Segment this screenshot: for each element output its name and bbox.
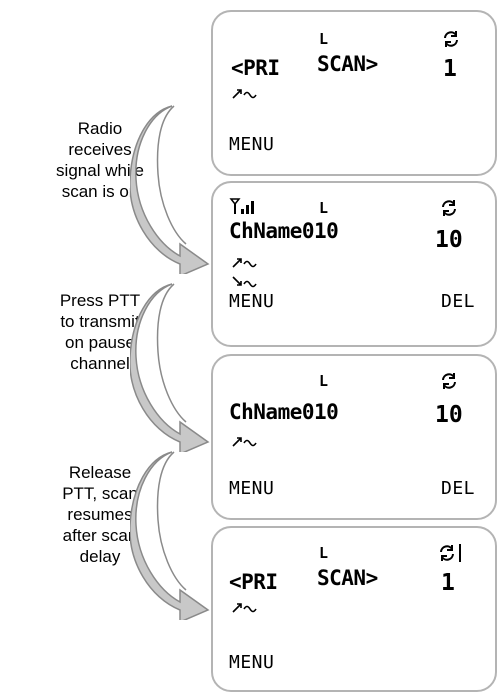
power-level-indicator: L: [319, 372, 329, 390]
radio-display-transmit: L ChName010 10 MENU DEL: [211, 354, 497, 520]
channel-number: 10: [435, 402, 463, 428]
power-level-indicator: L: [319, 30, 329, 48]
caption-line: delay: [79, 547, 121, 566]
softkey-menu[interactable]: MENU: [229, 291, 275, 312]
step-caption-1: Radio receives signal while scan is on: [0, 118, 200, 202]
scan-icon: [442, 373, 456, 389]
signal-strength-icon: [229, 198, 254, 214]
radio-display-scan: L <PRI SCAN> 1 MENU: [211, 10, 497, 176]
scan-icon: [440, 545, 454, 561]
radio-display-scan-resumed: L <PRI SCAN> 1 MENU: [211, 526, 497, 692]
channel-name: ChName010: [229, 400, 339, 424]
channel-number: 10: [435, 227, 463, 253]
channel-number: 1: [443, 56, 457, 82]
caption-line: Release: [68, 463, 132, 482]
power-level-indicator: L: [319, 199, 329, 217]
scan-icon: [442, 200, 456, 216]
caption-line: signal while: [56, 161, 144, 180]
softkey-del[interactable]: DEL: [441, 291, 476, 312]
display-line-left: <PRI: [231, 56, 280, 80]
caption-line: channel: [70, 354, 130, 373]
transmit-indicator-icon: [232, 603, 257, 613]
caption-line: to transmit: [60, 312, 140, 331]
transmit-indicator-icon: [232, 89, 257, 99]
channel-name: ChName010: [229, 219, 339, 243]
display-line-mid: SCAN>: [317, 566, 378, 590]
radio-display-receive: L ChName010 10 MENU DEL: [211, 181, 497, 347]
caption-line: receives: [68, 140, 132, 159]
softkey-menu[interactable]: MENU: [229, 478, 275, 499]
power-level-indicator: L: [319, 544, 329, 562]
caption-line: after scan: [62, 526, 138, 545]
caption-line: on pause: [65, 333, 135, 352]
scan-icon: [444, 31, 458, 47]
caption-line: resumes: [67, 505, 133, 524]
display-line-left: <PRI: [229, 570, 278, 594]
caption-line: PTT, scan: [62, 484, 138, 503]
curved-arrow-icon: [130, 451, 210, 620]
caption-line: Press PTT: [59, 291, 141, 310]
curved-arrow-icon: [130, 283, 210, 452]
step-caption-2: Press PTT to transmit on pause channel: [0, 290, 200, 374]
caption-line: scan is on: [61, 182, 139, 201]
display-line-mid: SCAN>: [317, 52, 378, 76]
softkey-del[interactable]: DEL: [441, 478, 476, 499]
channel-number: 1: [441, 570, 455, 596]
transmit-indicator-icon: [232, 258, 257, 268]
caption-line: Radio: [77, 119, 123, 138]
softkey-menu[interactable]: MENU: [229, 652, 275, 673]
step-caption-3: Release PTT, scan resumes after scan del…: [0, 462, 200, 567]
text-cursor: [459, 544, 461, 562]
curved-arrow-icon: [130, 105, 210, 274]
receive-indicator-icon: [232, 276, 257, 288]
softkey-menu[interactable]: MENU: [229, 134, 275, 155]
transmit-indicator-icon: [232, 437, 257, 447]
